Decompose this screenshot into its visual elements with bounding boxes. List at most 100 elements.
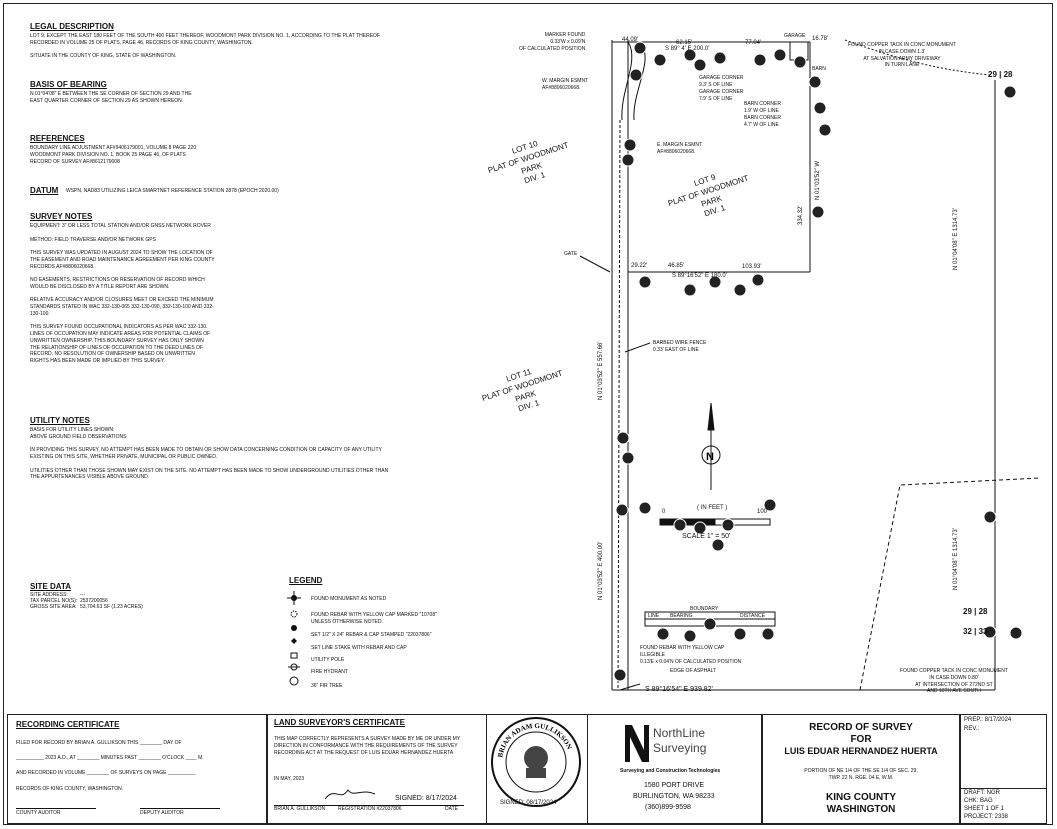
bearing-mid: S 89°16'52" E 180.0' <box>672 273 727 279</box>
recording-heading: RECORDING CERTIFICATE <box>16 720 120 729</box>
e-margin-label: E. MARGIN ESMNT AF#8806020668. <box>657 142 703 155</box>
dist-mid-3: 103.93' <box>742 264 762 270</box>
right-edge-bearing: N 01°03'52" W <box>815 160 821 200</box>
dist-mid-1: 29.22' <box>631 263 648 269</box>
utility-notes-text: BASIS FOR UTILITY LINES SHOWN: ABOVE GRO… <box>30 427 389 481</box>
surveyor-box <box>267 714 487 824</box>
title-line-3: LUIS EDUAR HERNANDEZ HUERTA <box>784 746 938 756</box>
section-29-28-south: 29 | 28 <box>963 607 988 616</box>
county-auditor-line <box>16 808 96 809</box>
utility-notes-heading: UTILITY NOTES <box>30 416 90 425</box>
sheet-box <box>960 714 1047 824</box>
marker-found-label: MARKER FOUND 0.33'W x 0.09'N OF CALCULAT… <box>519 32 586 52</box>
northline-logo-icon <box>625 725 649 762</box>
project-number: PROJECT: 2338 <box>964 814 1009 820</box>
right-edge-distance: 334.32' <box>798 205 804 226</box>
site-row-label-1: TAX PARCEL NO(S): <box>30 598 78 604</box>
company-phone: (360)899-9598 <box>645 804 691 811</box>
site-row-label-0: SITE ADDRESS: <box>30 592 68 598</box>
bearing-top: S 89° 4' E 200.0' <box>665 46 710 52</box>
site-row-value-2: 53,704.63 SF (1.23 ACRES) <box>80 604 143 610</box>
found-tack-south: FOUND COPPER TACK IN CONC MONUMENT IN CA… <box>900 668 1008 695</box>
surveyor-name: BRIAN A. GULLIKSON <box>274 806 326 812</box>
datum-text: WSPN, NAD83 UTILIZING LEICA SMARTNET REF… <box>66 188 279 194</box>
site-row-label-2: GROSS SITE AREA: <box>30 604 77 610</box>
legend-item-6: 36" FIR TREE <box>311 683 343 689</box>
legend-symbols <box>287 591 301 686</box>
deputy-auditor-line <box>140 808 220 809</box>
rev-label: REV.: <box>964 726 980 732</box>
surveyor-text: THIS MAP CORRECTLY REPRESENTS A SURVEY M… <box>274 736 461 756</box>
surveyor-signature <box>324 789 376 800</box>
county-line-2: WASHINGTON <box>826 804 896 815</box>
barbed-wire-label: BARBED WIRE FENCE 0.33' EAST OF LINE <box>653 340 707 353</box>
garage-corner-2: GARAGE CORNER 7.9' S OF LINE <box>699 89 744 102</box>
surveyor-date-label: DATE <box>445 806 458 812</box>
company-address-1: 1580 PORT DRIVE <box>644 782 705 789</box>
county-line-1: KING COUNTY <box>826 792 896 803</box>
site-row-value-1: 2537200056 <box>80 598 108 604</box>
county-auditor-label: COUNTY AUDITOR <box>16 810 61 816</box>
gate-label: GATE <box>564 251 578 257</box>
title-box <box>762 714 960 824</box>
recording-line-3: AND RECORDED IN VOLUME ________ OF SURVE… <box>16 770 196 776</box>
seal-signed: SIGNED: 08/17/2024 <box>500 800 557 806</box>
boundary-table-title: BOUNDARY <box>690 606 719 612</box>
sheet-number: SHEET 1 OF 1 <box>964 806 1004 812</box>
check-label: CHK: BAG <box>964 798 993 804</box>
surveyor-seal: BRIAN ADAM GULLIKSON <box>491 717 581 807</box>
surveyor-signed: SIGNED: 8/17/2024 <box>395 795 457 802</box>
survey-notes-text: EQUIPMENT: 3" OR LESS TOTAL STATION AND/… <box>30 223 215 364</box>
bearing-left-2: N 01°03'52" E 400.00' <box>598 541 604 600</box>
site-row-value-0: --- <box>80 592 85 598</box>
recording-line-1: FILED FOR RECORD BY BRIAN A. GULLIKSON T… <box>16 740 182 746</box>
legend-item-4: UTILITY POLE <box>311 657 345 663</box>
barn-corner-1: BARN CORNER 1.9' W OF LINE <box>744 101 781 114</box>
survey-notes-heading: SURVEY NOTES <box>30 212 93 221</box>
dist-mid-2: 46.85' <box>668 263 685 269</box>
legend-item-3: SET LINE STAKE WITH REBAR AND CAP <box>311 645 407 651</box>
scale-label: SCALE 1" = 50' <box>682 533 731 540</box>
bearing-bottom: S 89°16'54" E 939.82' <box>645 686 713 693</box>
legal-heading: LEGAL DESCRIPTION <box>30 22 114 31</box>
bearing-text: N 01°04'08" E BETWEEN THE SE CORNER OF S… <box>30 91 192 104</box>
dist-top-2: 62.15' <box>676 40 693 46</box>
site-data-heading: SITE DATA <box>30 582 72 591</box>
title-line-2: FOR <box>850 734 872 745</box>
bearing-right-2: N 01°04'08" E 1314.73' <box>953 528 959 590</box>
scale-unit: ( IN FEET ) <box>697 505 728 511</box>
garage-corner-1: GARAGE CORNER 9.3' S OF LINE <box>699 75 744 88</box>
legend-heading: LEGEND <box>289 576 323 585</box>
recording-line-4: RECORDS OF KING COUNTY, WASHINGTON. <box>16 786 124 792</box>
section-29-28-north: 29 | 28 <box>988 70 1013 79</box>
recording-line-2: __________ 2023 A.D., AT ________ MINUTE… <box>16 755 204 761</box>
found-tack-north: FOUND COPPER TACK IN CONC MONUMENT IN CA… <box>848 42 956 69</box>
section-32-33: 32 | 33 <box>963 627 988 636</box>
surveyor-heading: LAND SURVEYOR'S CERTIFICATE <box>274 718 405 727</box>
monument-symbol <box>287 591 301 605</box>
bearing-left-1: N 01°03'52" E 557.66' <box>598 341 604 400</box>
company-tagline: Surveying and Construction Technologies <box>620 768 721 774</box>
dist-top-3: 77.04' <box>745 40 762 46</box>
draft-label: DRAFT: NGR <box>964 790 1000 796</box>
w-margin-label: W. MARGIN ESMNT AF#8806020668. <box>542 78 589 91</box>
legend-item-0: FOUND MONUMENT AS NOTED <box>311 596 387 602</box>
table-header-bearing: BEARING <box>670 613 693 619</box>
barn-corner-2: BARN CORNER 4.7' W OF LINE <box>744 115 781 128</box>
surveyor-sign-line <box>274 805 464 806</box>
legend-item-2: SET 1/2" X 24" REBAR & CAP STAMPED "2203… <box>311 632 432 638</box>
drawing-border <box>3 3 1053 825</box>
company-box <box>587 714 762 824</box>
table-header-distance: DISTANCE <box>740 613 765 619</box>
title-portion: PORTION OF NE 1/4 OF THE SE 1/4 OF SEC. … <box>804 768 918 781</box>
company-name-1: NorthLine <box>653 726 706 740</box>
bearing-right-1: N 01°04'08" E 1314.73' <box>953 208 959 270</box>
references-text: BOUNDARY LINE ADJUSTMENT AF#9406179001, … <box>30 145 197 165</box>
bearing-heading: BASIS OF BEARING <box>30 80 107 89</box>
surveyor-registration: REGISTRATION #22037806 <box>338 806 402 812</box>
references-heading: REFERENCES <box>30 134 85 143</box>
recording-box <box>7 714 267 824</box>
dist-top-4: 16.78' <box>812 36 829 42</box>
deputy-auditor-label: DEPUTY AUDITOR <box>140 810 184 816</box>
table-header-line: LINE <box>648 613 660 619</box>
